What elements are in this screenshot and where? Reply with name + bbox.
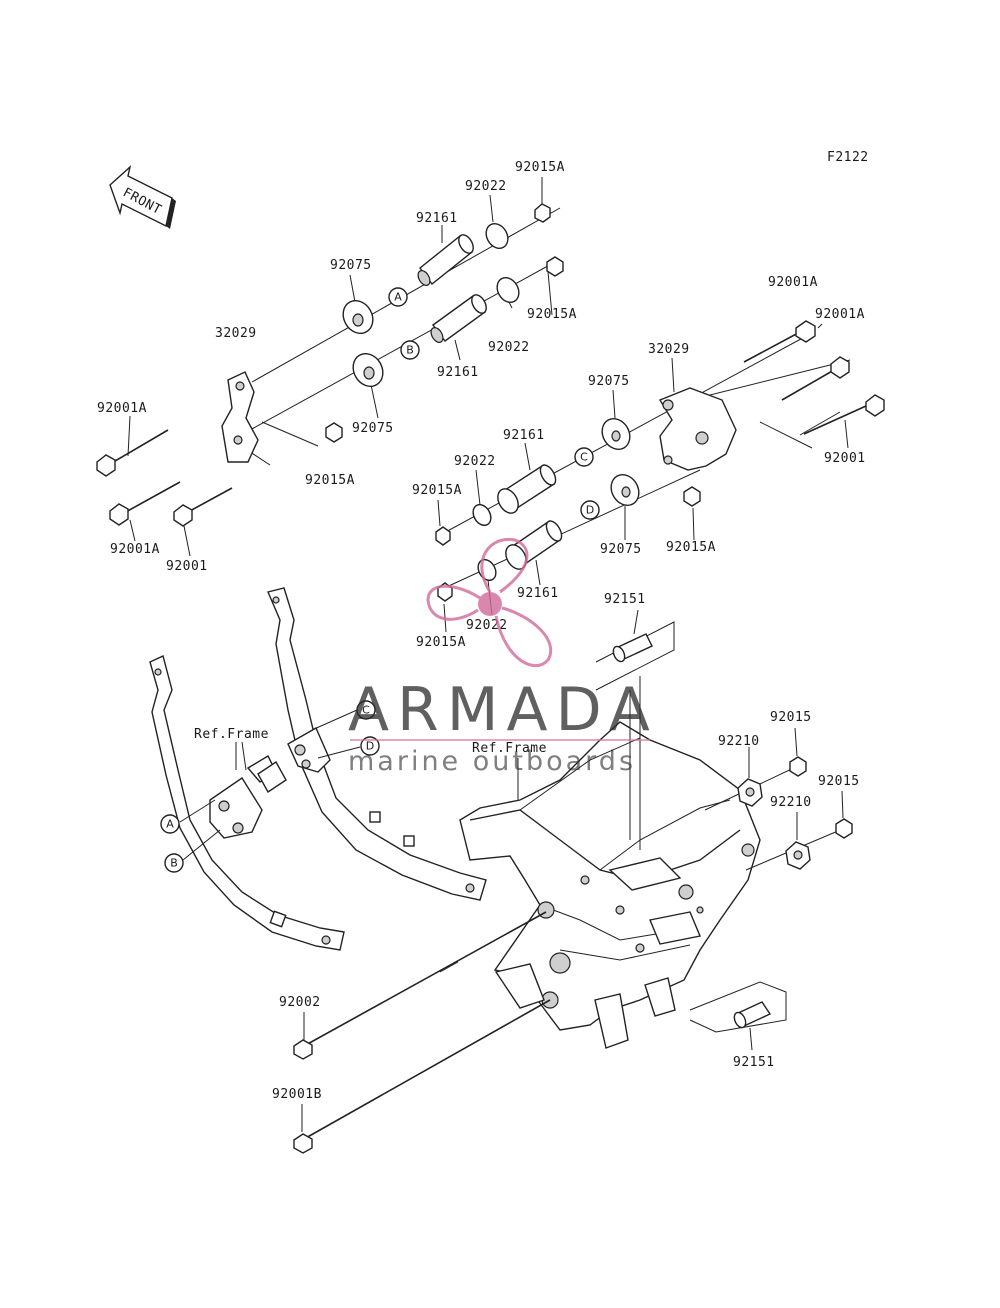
washer-92022-2-icon [496, 276, 520, 304]
bolt-92001-2-icon [803, 394, 885, 435]
label-92015a-4: 92015A [412, 483, 462, 498]
front-arrow-icon: FRONT [109, 165, 176, 229]
bolt-92001a-1-icon [96, 429, 169, 477]
marker-d-upper: D [580, 500, 600, 520]
marker-a-upper: A [388, 287, 408, 307]
nut-92015a-4-icon [435, 526, 451, 546]
label-ref-frame-1: Ref.Frame [194, 727, 269, 742]
svg-text:D: D [366, 740, 374, 753]
label-92075-3: 92075 [588, 374, 630, 389]
marker-d-lower: D [360, 736, 380, 756]
label-92001-1: 92001 [166, 559, 208, 574]
stud-92151-2-icon [733, 1001, 772, 1029]
label-92075-2: 92075 [352, 421, 394, 436]
svg-text:C: C [362, 704, 370, 717]
label-92210-2: 92210 [770, 795, 812, 810]
watermark-subtitle: marine outboards [348, 746, 636, 777]
label-92022-1: 92022 [465, 179, 507, 194]
mount-92075-2-icon [352, 352, 384, 388]
label-92015-1: 92015 [770, 710, 812, 725]
upper-left-mount-assembly [96, 177, 564, 557]
nut-92210-2-icon [785, 841, 811, 870]
nut-92210-1-icon [737, 778, 763, 807]
label-92015a-6: 92015A [416, 635, 466, 650]
label-92001b: 92001B [272, 1087, 322, 1102]
label-92015a-3: 92015A [305, 473, 355, 488]
washer-92022-3-icon [472, 503, 492, 527]
label-32029-2: 32029 [648, 342, 690, 357]
bolt-92001-1-icon [173, 487, 233, 527]
label-92001a-4: 92001A [815, 307, 865, 322]
bushing-92161-3-icon [497, 464, 557, 514]
label-92001a-2: 92001A [110, 542, 160, 557]
label-92161-1: 92161 [416, 211, 458, 226]
label-92015a-5: 92015A [666, 540, 716, 555]
propeller-logo-icon [426, 537, 553, 667]
nut-92015a-1-icon [534, 203, 551, 223]
label-32029-1: 32029 [215, 326, 257, 341]
marker-b-lower: B [164, 853, 184, 873]
frame-arm-left [149, 655, 345, 951]
label-92075-4: 92075 [600, 542, 642, 557]
watermark-title: ARMADA [348, 675, 658, 745]
label-92015a-2: 92015A [527, 307, 577, 322]
label-92075-1: 92075 [330, 258, 372, 273]
label-92022-2: 92022 [488, 340, 530, 355]
label-92002: 92002 [279, 995, 321, 1010]
marker-a-lower: A [160, 814, 180, 834]
mount-92075-3-icon [601, 417, 631, 451]
label-92022-3: 92022 [454, 454, 496, 469]
label-92161-4: 92161 [517, 586, 559, 601]
bushing-92161-1-icon [417, 234, 474, 286]
bolt-92001a-3-icon [743, 320, 816, 363]
svg-text:D: D [586, 504, 594, 517]
label-92151-2: 92151 [733, 1055, 775, 1070]
bushing-92161-4-icon [505, 520, 563, 570]
bracket-32029-2-icon [658, 387, 737, 471]
bolt-92001b-icon [293, 999, 551, 1154]
label-92151-1: 92151 [604, 592, 646, 607]
marker-b-upper: B [400, 340, 420, 360]
marker-c-upper: C [574, 447, 594, 467]
label-92001-2: 92001 [824, 451, 866, 466]
bolt-92001a-2-icon [109, 481, 181, 526]
right-mount-assembly [435, 320, 885, 633]
label-92015-2: 92015 [818, 774, 860, 789]
nut-92015a-2-icon [546, 256, 564, 277]
svg-text:C: C [580, 451, 588, 464]
main-frame-cradle [459, 721, 761, 1049]
label-92001a-1: 92001A [97, 401, 147, 416]
bushing-92161-2-icon [430, 294, 487, 343]
nut-92015a-6-icon [683, 486, 701, 507]
svg-text:B: B [170, 857, 178, 870]
mount-92075-1-icon [342, 299, 374, 335]
bolt-92001a-4-icon [781, 356, 850, 401]
nut-92015-1-icon [789, 756, 807, 777]
frame-mount-bracket-left [209, 755, 277, 839]
svg-text:A: A [166, 818, 174, 831]
label-ref-frame-2: Ref.Frame [472, 741, 547, 756]
mount-92075-4-icon [610, 473, 640, 507]
washer-92022-1-icon [485, 222, 509, 250]
bolt-92002-icon [293, 911, 547, 1060]
label-92161-3: 92161 [503, 428, 545, 443]
label-92001a-3: 92001A [768, 275, 818, 290]
watermark: ARMADA marine outboards [348, 537, 658, 777]
washer-92022-4-icon [477, 558, 497, 582]
label-92161-2: 92161 [437, 365, 479, 380]
svg-text:A: A [394, 291, 402, 304]
nut-92015-2-icon [835, 818, 853, 839]
svg-text:B: B [406, 344, 414, 357]
nut-92015a-3-icon [325, 422, 343, 443]
figure-code: F2122 [827, 150, 869, 165]
marker-c-lower: C [356, 700, 376, 720]
label-92015a-1: 92015A [515, 160, 565, 175]
frame-mount-bracket-right [257, 727, 331, 794]
bracket-32029-1-icon [221, 371, 259, 463]
label-92210-1: 92210 [718, 734, 760, 749]
stud-92151-1-icon [612, 633, 653, 663]
